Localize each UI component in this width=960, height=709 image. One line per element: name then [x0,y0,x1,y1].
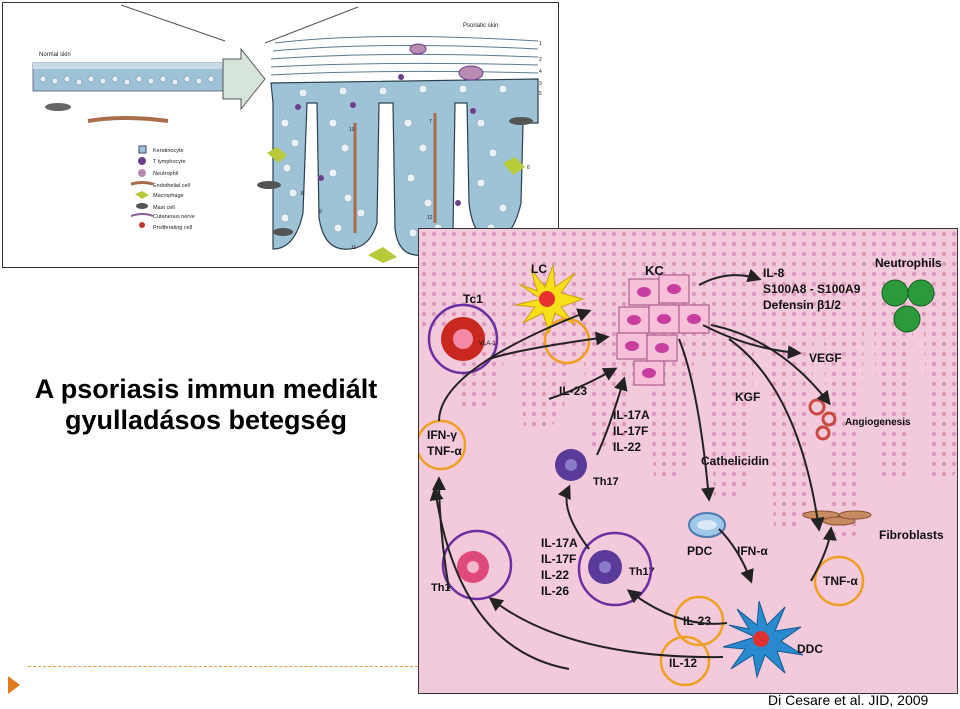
svg-text:7: 7 [429,119,432,125]
neutrophil-cells [881,279,935,333]
vegf-label: VEGF [809,351,842,365]
immune-pathway-panel: LC Tc1 VLA-1 KC IL-8 S100A8 - S100A9 Def… [418,228,958,694]
il22-bottom-label: IL-22 [541,568,569,582]
slide-bullet-arrow-icon [8,676,20,694]
il17f-label: IL-17F [613,424,648,438]
il22-label: IL-22 [613,440,641,454]
title-line-2: gyulladásos betegség [64,405,348,435]
angiogenesis-label: Angiogenesis [845,417,911,428]
ifn-gamma-label: IFN-γ [427,428,457,442]
il26-label: IL-26 [541,584,569,598]
svg-text:3: 3 [539,81,542,87]
footer-divider [28,666,418,667]
fibroblast-cells [802,510,872,526]
tnf-right-orange-highlight [813,555,865,607]
defensin-label: Defensin β1/2 [763,298,841,312]
th1-purple-highlight [441,529,513,601]
langerhans-cell [514,264,585,335]
skin-histology-illustration: Normal skin Keratinocyte T lymphocyte Ne… [32,4,542,263]
svg-text:11: 11 [351,245,356,251]
il17a-bottom-label: IL-17A [541,536,578,550]
dermal-dendritic-cell [722,600,804,679]
citation: Di Cesare et al. JID, 2009 [768,692,929,708]
tnf-alpha-left-label: TNF-α [427,444,462,458]
th1-label: Th1 [431,582,451,594]
th17-top-label: Th17 [593,476,619,488]
legend-t-lymphocyte: T lymphocyte [153,159,186,165]
legend-mast-cell: Mast cell [153,205,175,211]
svg-text:8: 8 [301,191,304,197]
ddc-label: DDC [797,642,823,656]
ifn-alpha-label: IFN-α [737,544,768,558]
svg-text:5: 5 [539,91,542,97]
il17f-bottom-label: IL-17F [541,552,576,566]
svg-text:12: 12 [427,215,433,221]
vla-label: VLA-1 [479,341,496,347]
kgf-label: KGF [735,390,760,404]
pathway-arrows [429,268,837,670]
svg-text:1: 1 [539,41,542,47]
il17a-label: IL-17A [613,408,650,422]
svg-text:10: 10 [349,127,355,133]
legend-macrophage: Macrophage [153,193,184,199]
cathelicidin-label: Cathelicidin [701,454,769,468]
legend-neutrophil: Neutrophil [153,171,178,177]
svg-text:6: 6 [527,165,530,171]
svg-text:4: 4 [539,69,542,75]
th17-bottom-label: Th17 [629,566,655,578]
svg-text:2: 2 [539,57,542,63]
s100-label: S100A8 - S100A9 [763,282,861,296]
il12-orange-highlight [659,635,711,687]
lc-label: LC [531,262,547,276]
svg-text:9: 9 [319,209,322,215]
normal-skin-label: Normal skin [39,52,71,58]
ifn-tnf-orange-highlight [419,419,467,471]
legend-keratinocyte: Keratinocyte [153,148,184,154]
il12-label: IL-12 [669,656,697,670]
title-line-1: A psoriasis immun mediált [34,374,378,404]
tc1-purple-highlight [427,303,499,375]
legend-cutaneous-nerve: Cutaneous nerve [153,214,195,220]
keratinocyte-cluster [616,274,710,386]
il8-label: IL-8 [763,266,785,280]
tnf-alpha-right-label: TNF-α [823,574,858,588]
kc-label: KC [645,263,664,278]
slide-title: A psoriasis immun mediált gyulladásos be… [6,374,406,436]
skin-histology-panel: Normal skin Keratinocyte T lymphocyte Ne… [2,2,559,268]
psoriatic-skin-label: Psoriatic skin [463,23,498,29]
legend-endothelial-cell: Endothelial cell [153,183,190,189]
neutrophils-label: Neutrophils [875,256,942,270]
immune-pathway-diagram: LC Tc1 VLA-1 KC IL-8 S100A8 - S100A9 Def… [419,229,957,687]
th17-purple-highlight [577,531,653,607]
pdc-label: PDC [687,544,713,558]
il23-bottom-label: IL-23 [683,614,711,628]
fibroblasts-label: Fibroblasts [879,528,944,542]
tc1-label: Tc1 [463,292,483,306]
il23-orange-highlight [673,595,725,647]
cell-legend: Keratinocyte T lymphocyte Neutrophil End… [130,145,195,231]
legend-proliferating-cell: Proliferating cell [153,225,192,231]
